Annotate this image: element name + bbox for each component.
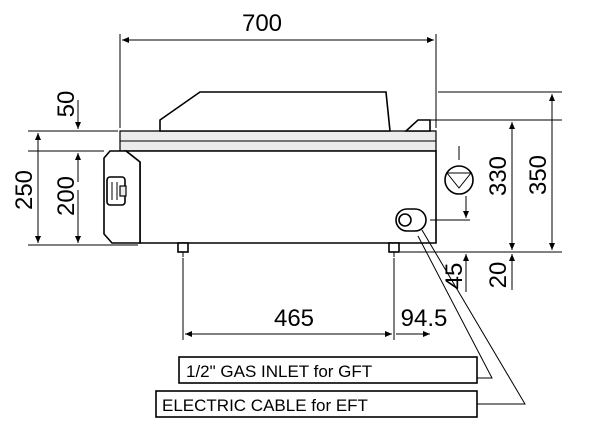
appliance-side-view	[103, 91, 437, 257]
bottom-dimensions: 465 94.5	[182, 258, 448, 340]
dimension-350-label: 350	[525, 155, 552, 195]
main-housing	[123, 150, 437, 244]
callouts: 1/2" GAS INLET for GFT ELECTRIC CABLE fo…	[155, 229, 526, 418]
control-knob-icon	[106, 176, 127, 206]
gas-inlet-symbol-icon	[444, 146, 474, 195]
dimension-330-label: 330	[485, 156, 512, 196]
dimension-200-label: 200	[53, 176, 80, 216]
appliance-feet	[177, 242, 400, 257]
dimension-700-label: 700	[242, 10, 282, 37]
electric-cable-callout: ELECTRIC CABLE for EFT	[162, 396, 368, 415]
dimension-20-label: 20	[485, 262, 512, 289]
dimension-700: 700	[119, 10, 437, 128]
right-dimensions: 350 330 45 20	[400, 91, 562, 292]
dimension-94-5-label: 94.5	[401, 305, 448, 332]
dimension-465-label: 465	[274, 305, 314, 332]
inlet-connector-icon	[395, 208, 427, 232]
dimension-250-label: 250	[11, 170, 38, 210]
gas-inlet-callout: 1/2" GAS INLET for GFT	[186, 362, 372, 381]
left-dimensions: 50 250 200	[11, 91, 138, 246]
splash-guard	[159, 91, 391, 132]
dimension-50-label: 50	[53, 91, 80, 118]
